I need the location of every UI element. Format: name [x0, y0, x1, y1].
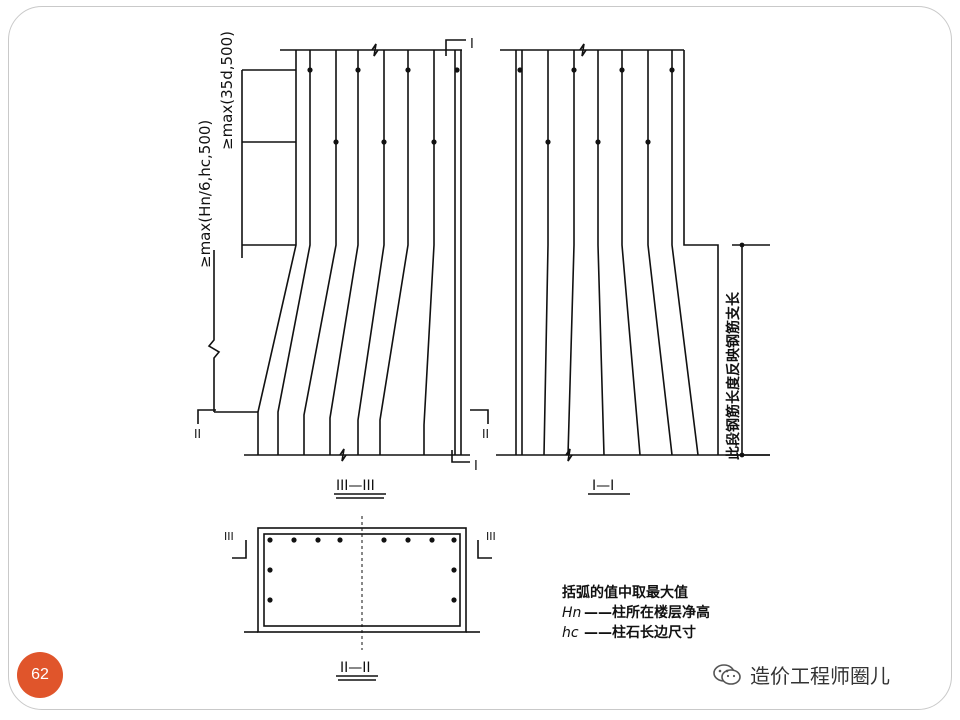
watermark: 造价工程师圈儿: [712, 660, 890, 689]
section-III-III-label: III—III: [336, 478, 375, 494]
mark-III-left: III: [224, 530, 234, 543]
legend-hn-text: ——柱所在楼层净高: [584, 604, 710, 621]
dim-upper-label: ≥max(35d,500): [218, 31, 236, 150]
mark-II-left: II: [194, 427, 201, 441]
mark-II-right: II: [482, 427, 489, 441]
watermark-text: 造价工程师圈儿: [750, 664, 890, 688]
legend-title: 括弧的值中取最大值: [562, 584, 688, 601]
legend-hc-text: ——柱石长边尺寸: [584, 624, 696, 641]
legend-hn-symbol: Hn: [562, 605, 581, 621]
slide-frame: [8, 6, 952, 710]
mark-I-bottom: I: [474, 459, 478, 474]
side-note: 此段钢筋长度反映钢筋支长: [725, 291, 742, 460]
mark-I-top: I: [470, 37, 474, 52]
page-number-badge: 62: [17, 652, 63, 698]
wechat-icon: [713, 663, 741, 685]
dim-lower-label: ≥max(Hn/6,hc,500): [196, 120, 214, 268]
section-II-II-label: II—II: [340, 660, 371, 676]
mark-III-right: III: [486, 530, 496, 543]
section-I-I-label: I—I: [592, 478, 614, 494]
legend-hc-symbol: hc: [562, 625, 579, 641]
